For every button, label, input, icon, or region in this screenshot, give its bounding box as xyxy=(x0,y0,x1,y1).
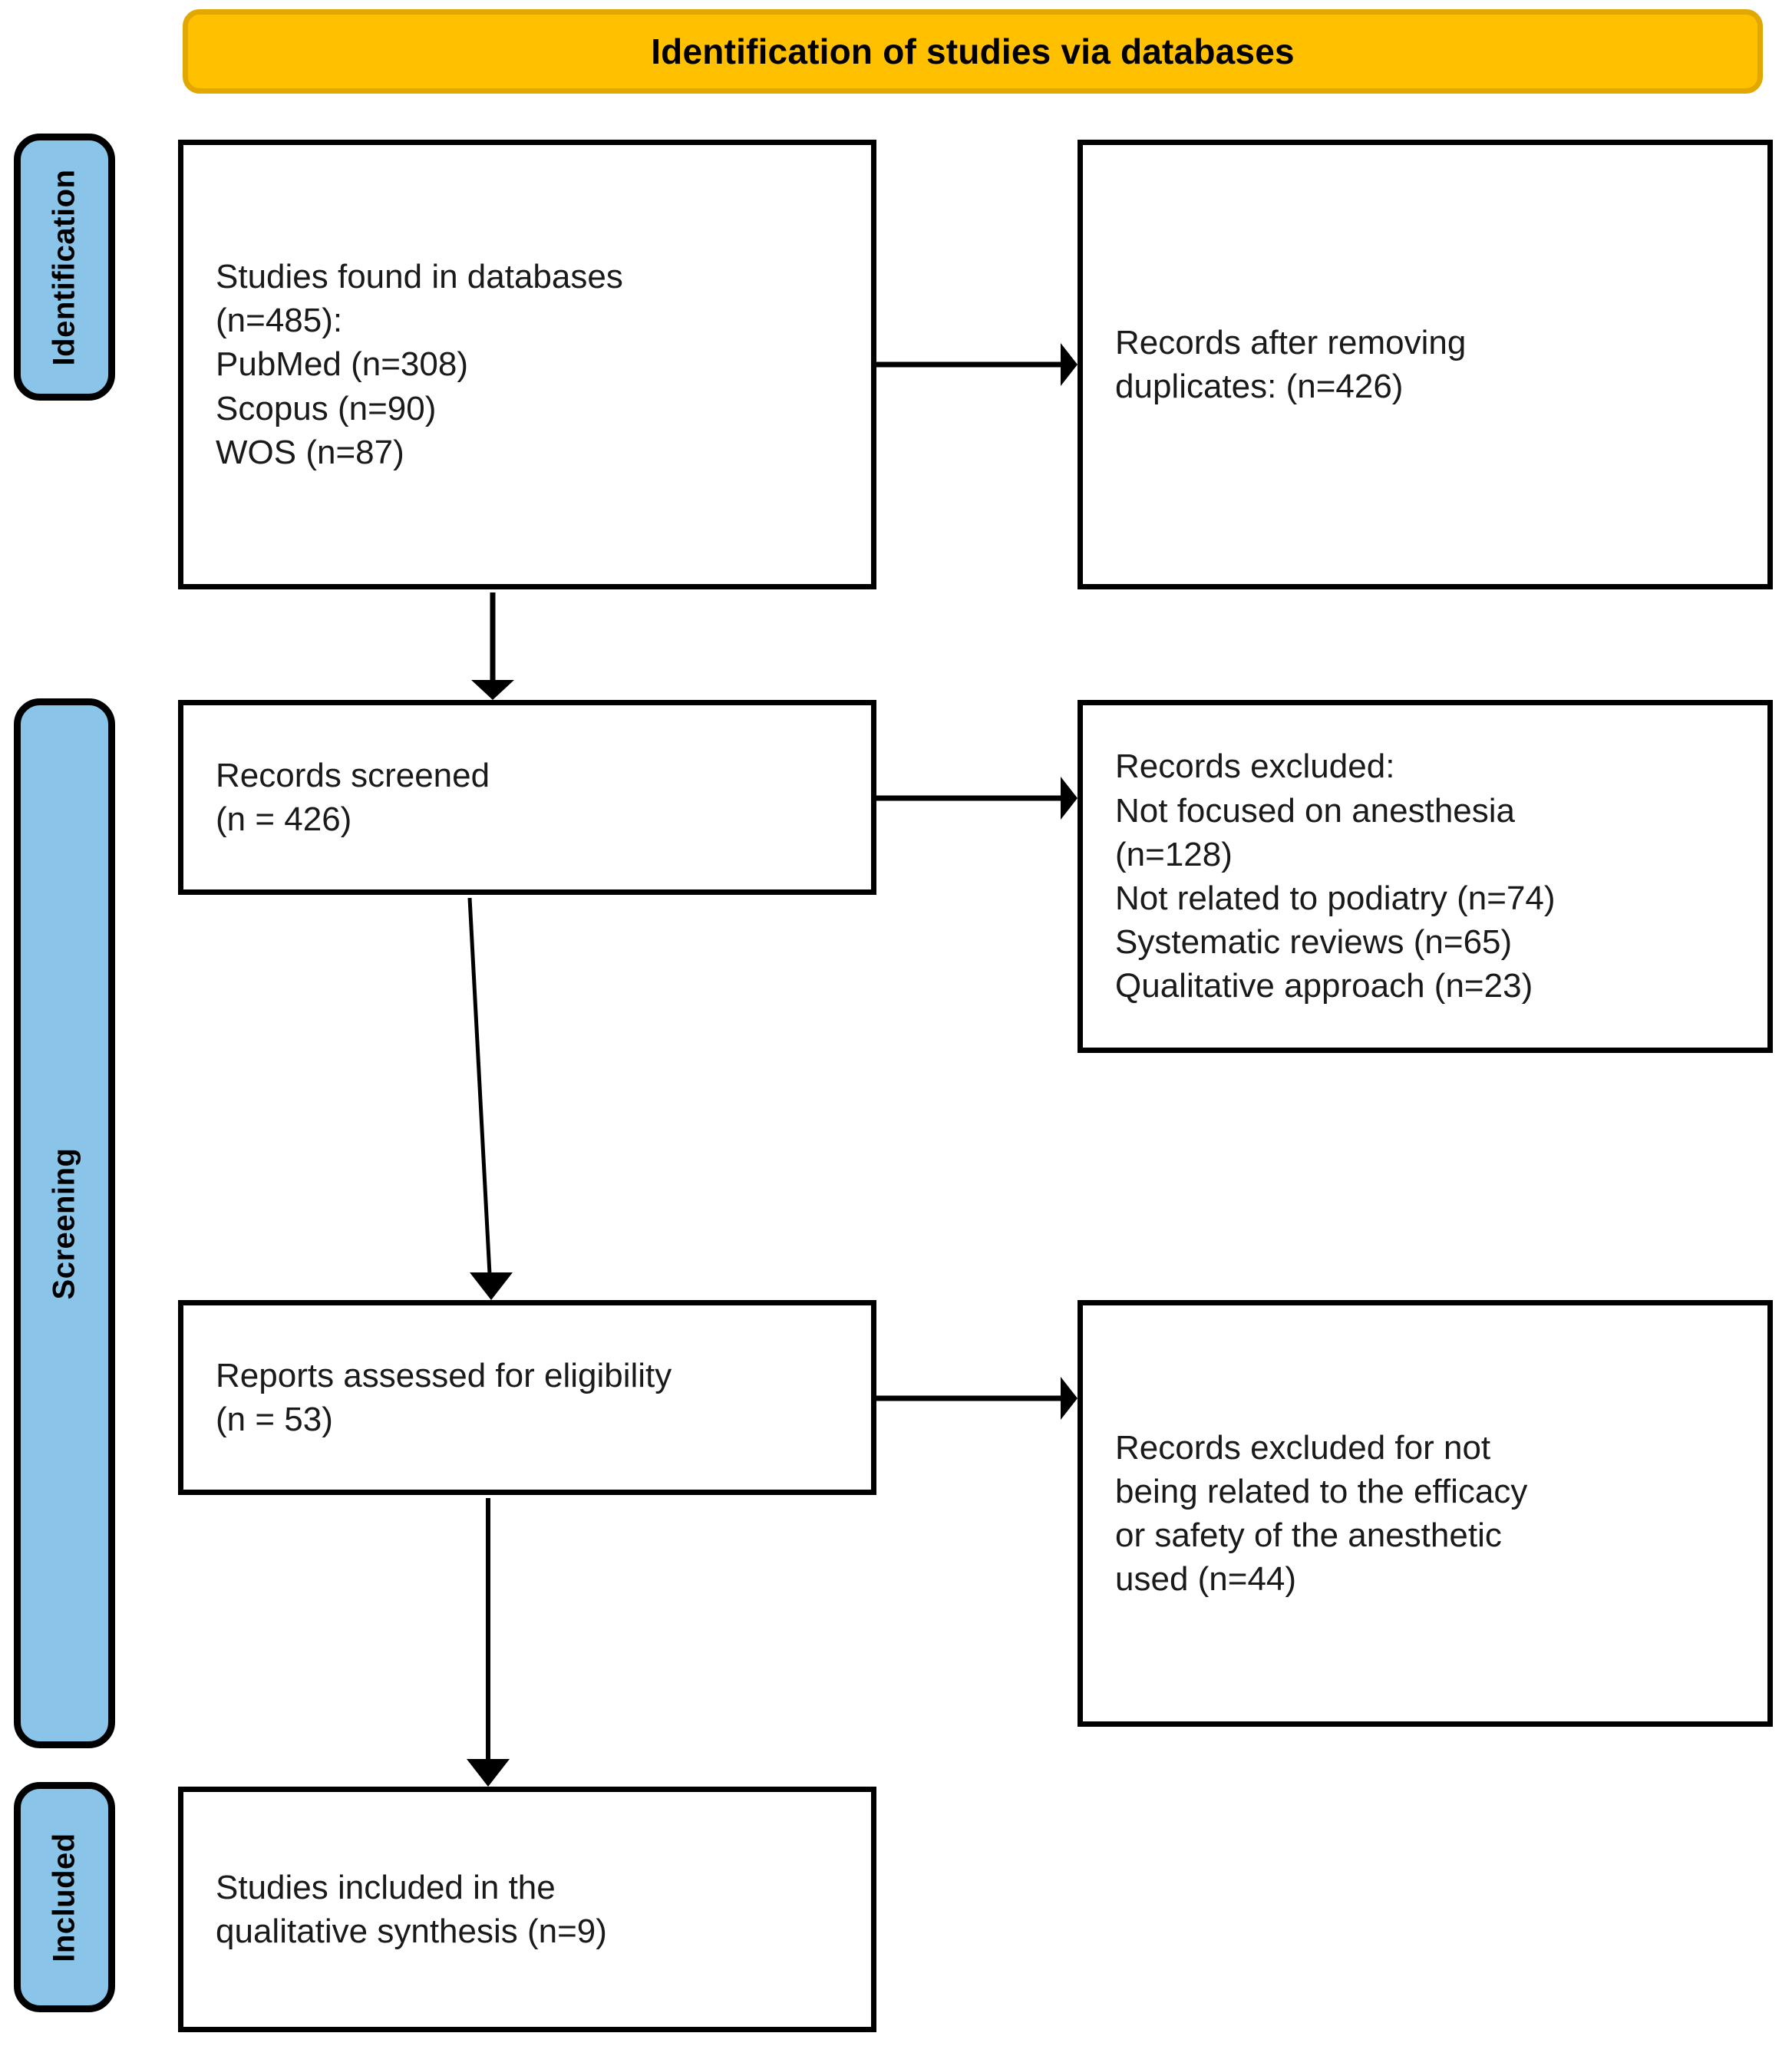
node-records-excluded-efficacy-safety: Records excluded for not being related t… xyxy=(1078,1300,1773,1727)
banner-identification-via-databases: Identification of studies via databases xyxy=(183,9,1763,94)
node-records-excluded-efficacy-safety-text: Records excluded for not being related t… xyxy=(1115,1428,1528,1599)
stage-tab-screening-label: Screening xyxy=(47,1147,81,1299)
node-studies-found-text: Studies found in databases (n=485): PubM… xyxy=(216,258,623,471)
stage-tab-included: Included xyxy=(14,1782,115,2012)
stage-tab-identification: Identification xyxy=(14,134,115,401)
arrow-reports-assessed-to-studies-included xyxy=(467,1498,510,1787)
arrow-records-screened-to-records-excluded xyxy=(876,777,1078,820)
node-studies-found-in-databases: Studies found in databases (n=485): PubM… xyxy=(178,140,876,589)
node-records-after-removing-duplicates: Records after removing duplicates: (n=42… xyxy=(1078,140,1773,589)
arrow-reports-assessed-to-excluded-efficacy xyxy=(876,1377,1078,1420)
node-records-screened-text: Records screened (n = 426) xyxy=(216,756,490,838)
node-reports-assessed-for-eligibility-text: Reports assessed for eligibility (n = 53… xyxy=(216,1356,672,1438)
stage-tab-identification-label: Identification xyxy=(47,169,81,365)
node-studies-included-qualitative-synthesis-text: Studies included in the qualitative synt… xyxy=(216,1868,607,1950)
stage-tab-included-label: Included xyxy=(47,1832,81,1962)
node-reports-assessed-for-eligibility: Reports assessed for eligibility (n = 53… xyxy=(178,1300,876,1495)
arrow-records-screened-to-reports-assessed xyxy=(467,897,513,1300)
node-studies-included-qualitative-synthesis: Studies included in the qualitative synt… xyxy=(178,1787,876,2032)
node-records-screened: Records screened (n = 426) xyxy=(178,700,876,895)
node-records-excluded-text: Records excluded: Not focused on anesthe… xyxy=(1115,747,1556,1005)
node-records-excluded: Records excluded: Not focused on anesthe… xyxy=(1078,700,1773,1053)
arrow-studies-found-to-records-screened xyxy=(471,592,514,700)
node-records-after-removing-duplicates-text: Records after removing duplicates: (n=42… xyxy=(1115,323,1467,405)
banner-title: Identification of studies via databases xyxy=(651,31,1295,71)
arrow-studies-found-to-after-duplicates xyxy=(876,343,1078,386)
stage-tab-screening: Screening xyxy=(14,698,115,1748)
